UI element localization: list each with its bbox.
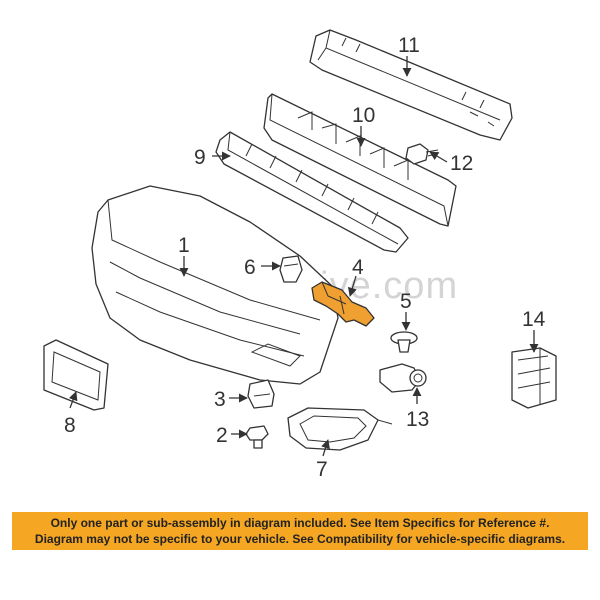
callout-3: 3 <box>214 388 226 411</box>
part-14-side-bracket <box>511 347 557 409</box>
callout-8: 8 <box>64 414 76 437</box>
callout-2: 2 <box>216 424 228 447</box>
callout-13: 13 <box>406 408 429 431</box>
part-13-parking-sensor <box>379 363 427 393</box>
disclaimer-line-2: Diagram may not be specific to your vehi… <box>34 532 566 546</box>
callout-4: 4 <box>352 256 364 279</box>
part-1-bumper-cover <box>91 185 339 385</box>
callout-9: 9 <box>194 146 206 169</box>
part-4-bumper-bracket <box>311 281 375 327</box>
part-5-push-pin <box>390 331 418 353</box>
part-7-fog-lamp-bezel <box>287 407 393 451</box>
callout-11: 11 <box>398 34 420 57</box>
callout-10: 10 <box>352 104 375 127</box>
callout-12: 12 <box>450 152 473 175</box>
leader-lines <box>68 56 539 457</box>
part-2-bolt <box>245 425 269 449</box>
part-10-energy-absorber <box>263 93 457 227</box>
callout-1: 1 <box>178 234 190 257</box>
part-3-clip <box>247 379 275 409</box>
callout-5: 5 <box>400 290 412 313</box>
part-12-bolt <box>405 143 439 165</box>
part-11-reinforcement-bar <box>309 29 513 141</box>
disclaimer-banner: Only one part or sub-assembly in diagram… <box>12 512 588 550</box>
callout-14: 14 <box>522 308 546 331</box>
callout-6: 6 <box>244 256 256 279</box>
part-8-license-bracket <box>43 339 109 411</box>
disclaimer-line-1: Only one part or sub-assembly in diagram… <box>50 516 550 530</box>
callout-7: 7 <box>316 458 328 481</box>
